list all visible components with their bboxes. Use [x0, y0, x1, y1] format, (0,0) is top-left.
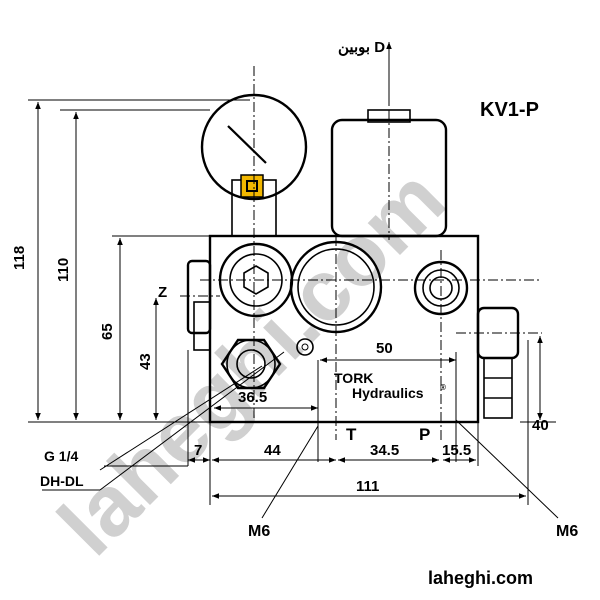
gauge-badge-inner [246, 180, 258, 192]
leader-m6-left [261, 425, 319, 519]
left-fitting-lower [193, 301, 211, 351]
port-z-label: Z [158, 284, 167, 301]
thread-right-label: M6 [556, 523, 578, 540]
watermark-text: laheghi.com [41, 151, 464, 574]
watermark: laheghi.com [41, 151, 464, 574]
thread-left-label: M6 [248, 523, 270, 540]
screw-small-core [301, 343, 309, 351]
leader-g14 [99, 365, 263, 471]
gauge-badge-icon [240, 174, 264, 198]
port-t-label: T [346, 425, 357, 444]
dim-110: 110 [55, 258, 72, 282]
dim-65: 65 [99, 323, 116, 340]
port-p-label: P [419, 425, 430, 444]
port-lower-hex [220, 338, 282, 390]
center-lines [180, 66, 542, 440]
dim-50: 50 [376, 340, 393, 357]
dim-40: 40 [532, 417, 549, 434]
left-fitting-upper [186, 259, 212, 335]
footer-url: laheghi.com [428, 568, 533, 588]
brand-line1: TORK [334, 370, 373, 386]
leader-lines [42, 351, 559, 519]
gauge-needle [227, 125, 267, 164]
dim-34-5: 34.5 [370, 442, 399, 459]
leader-dhdl [99, 351, 285, 491]
dim-111: 111 [356, 478, 379, 495]
port-left-hex [243, 265, 269, 295]
horizontal-dimensions [187, 336, 556, 505]
dim-36-5: 36.5 [238, 389, 267, 406]
dh-dl-label: DH-DL [40, 473, 84, 489]
brand-mark: ® [440, 383, 446, 392]
vertical-dimensions [28, 99, 250, 423]
port-g-label: G 1/4 [44, 448, 78, 464]
right-fitting-body [483, 357, 513, 419]
right-fittings [476, 306, 520, 419]
dim-15-5: 15.5 [442, 442, 471, 459]
dim-118: 118 [11, 246, 28, 270]
brand-line2: Hydraulics [352, 385, 424, 401]
port-lower-inner [236, 349, 266, 379]
leader-m6-right [455, 419, 559, 519]
dim-44: 44 [264, 442, 281, 459]
coil-label: بوبین D [338, 39, 385, 56]
left-fittings [186, 259, 212, 351]
model-title: KV1-P [480, 99, 539, 121]
dim-7: 7 [194, 442, 202, 459]
screw-small [296, 338, 314, 356]
dim-43: 43 [137, 353, 154, 370]
